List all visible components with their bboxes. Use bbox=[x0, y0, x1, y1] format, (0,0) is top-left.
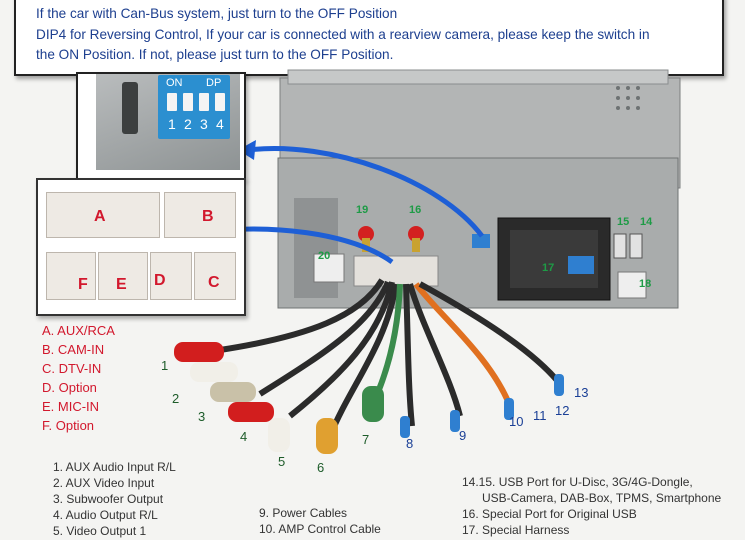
connector-e bbox=[98, 252, 148, 300]
dip-toggle-4 bbox=[215, 93, 225, 111]
instruction-callout: If the car with Can-Bus system, just tur… bbox=[14, 0, 724, 76]
description-item: 2. AUX Video Input bbox=[53, 476, 155, 490]
dip-toggle-3 bbox=[199, 93, 209, 111]
legend-item: E. MIC-IN bbox=[42, 399, 100, 414]
cable-number-4: 4 bbox=[240, 429, 248, 444]
port-number-20: 20 bbox=[318, 250, 331, 262]
description-item: 9. Power Cables bbox=[259, 506, 348, 520]
dip-number-2: 2 bbox=[184, 116, 192, 132]
connector-label-e: E bbox=[116, 276, 127, 293]
port-number-18: 18 bbox=[639, 278, 652, 290]
callout-line-2: DIP4 for Reversing Control, If your car … bbox=[36, 27, 650, 42]
port-number-17: 17 bbox=[542, 262, 555, 274]
dip-number-1: 1 bbox=[168, 116, 176, 132]
cable-number-9: 9 bbox=[459, 428, 467, 443]
connector-label-f: F bbox=[78, 276, 88, 293]
callout-line-3: the ON Position. If not, please just tur… bbox=[36, 47, 394, 62]
cable-number-5: 5 bbox=[278, 454, 286, 469]
dip-toggle-1 bbox=[167, 93, 177, 111]
legend-item: C. DTV-IN bbox=[42, 361, 102, 376]
head-unit-rear-illustration bbox=[277, 69, 681, 309]
description-item: 1. AUX Audio Input R/L bbox=[53, 460, 176, 474]
connector-label-b: B bbox=[202, 208, 214, 225]
connector-b bbox=[164, 192, 236, 238]
connector-label-a: A bbox=[94, 208, 106, 225]
port-number-16: 16 bbox=[409, 204, 422, 216]
cable-number-13: 13 bbox=[574, 385, 589, 400]
cable-harness-illustration bbox=[174, 278, 564, 454]
cable-number-7: 7 bbox=[362, 432, 370, 447]
legend-item: A. AUX/RCA bbox=[42, 323, 115, 338]
description-item: 5. Video Output 1 bbox=[53, 524, 147, 538]
port-number-14: 14 bbox=[640, 216, 653, 228]
description-item: USB-Camera, DAB-Box, TPMS, Smartphone bbox=[482, 491, 722, 505]
port-number-19: 19 bbox=[356, 204, 369, 216]
legend-item: D. Option bbox=[42, 380, 97, 395]
connector-c bbox=[194, 252, 236, 300]
dip-number-4: 4 bbox=[216, 116, 224, 132]
cable-number-8: 8 bbox=[406, 436, 414, 451]
description-item: 3. Subwoofer Output bbox=[53, 492, 164, 506]
cable-number-11: 11 bbox=[533, 408, 547, 423]
description-item: 16. Special Port for Original USB bbox=[462, 507, 637, 521]
connector-a bbox=[46, 192, 160, 238]
connector-d bbox=[150, 252, 192, 300]
legend-item: B. CAM-IN bbox=[42, 342, 105, 357]
description-item: 10. AMP Control Cable bbox=[259, 522, 381, 536]
cable-number-2: 2 bbox=[172, 391, 180, 406]
connector-label-c: C bbox=[208, 274, 220, 291]
cable-number-12: 12 bbox=[555, 403, 570, 418]
connector-label-d: D bbox=[154, 272, 166, 289]
dip-switch-block: ON DP 1 2 3 4 bbox=[158, 75, 230, 139]
cable-number-1: 1 bbox=[161, 358, 169, 373]
cable-number-3: 3 bbox=[198, 409, 206, 424]
description-item: 14.15. USB Port for U-Disc, 3G/4G-Dongle… bbox=[462, 475, 693, 489]
dip-number-3: 3 bbox=[200, 116, 208, 132]
dip-dp-label: DP bbox=[206, 77, 222, 89]
legend-item: F. Option bbox=[42, 418, 95, 433]
connector-callout: A B F E D C bbox=[36, 178, 246, 316]
dip-toggle-2 bbox=[183, 93, 193, 111]
description-item: 17. Special Harness bbox=[462, 523, 570, 537]
connector-f bbox=[46, 252, 96, 300]
callout-line-1: If the car with Can-Bus system, just tur… bbox=[36, 6, 398, 21]
port-number-15: 15 bbox=[617, 216, 630, 228]
dip-on-label: ON bbox=[166, 77, 183, 89]
cable-number-10: 10 bbox=[509, 414, 524, 429]
description-item: 4. Audio Output R/L bbox=[53, 508, 158, 522]
jumper-header bbox=[122, 82, 138, 134]
cable-number-6: 6 bbox=[317, 460, 325, 475]
